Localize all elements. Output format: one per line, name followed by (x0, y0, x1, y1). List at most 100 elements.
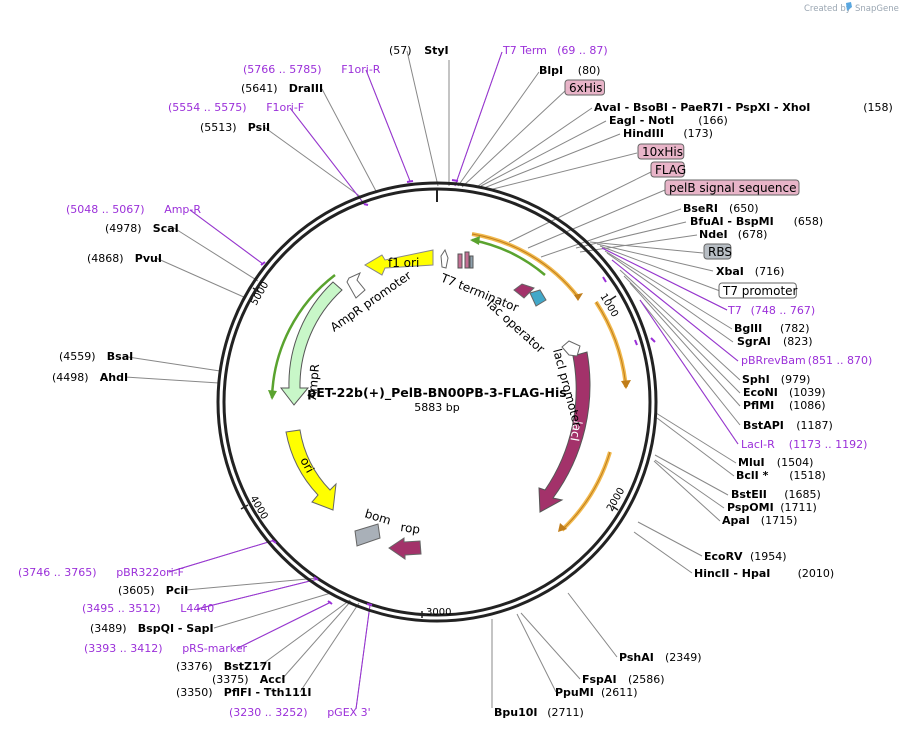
f1-ori-feature[interactable] (364, 249, 434, 276)
feature-label[interactable]: 10xHis (637, 143, 685, 160)
tick-3000: 3000 (426, 607, 451, 618)
enzyme-label[interactable]: Bpu10I(2711) (494, 706, 584, 719)
enzyme-label[interactable]: (4559)BsaI (59, 350, 133, 363)
label-name: BseRI (683, 202, 718, 215)
feature-label[interactable]: T7 promoter (718, 282, 798, 299)
primer-label[interactable]: (3230 .. 3252)pGEX 3' (229, 706, 371, 719)
label-pos: (3393 .. 3412) (84, 642, 163, 655)
enzyme-label[interactable]: PflMI(1086) (743, 399, 826, 412)
primer-label[interactable]: T7(748 .. 767) (727, 304, 815, 317)
enzyme-label[interactable]: BstEII(1685) (731, 488, 821, 501)
enzyme-label[interactable]: (4498)AhdI (52, 371, 128, 384)
enzyme-label[interactable]: SphI(979) (742, 373, 810, 386)
enzyme-label[interactable]: ApaI(1715) (722, 514, 797, 527)
label-name: BfuAI - BspMI (690, 215, 774, 228)
ampr-label: AmpR (305, 363, 322, 400)
feature-label[interactable]: 6xHis (564, 79, 605, 96)
feature-label[interactable]: RBS (703, 243, 732, 260)
enzyme-label[interactable]: (5641)DraIII (241, 82, 323, 95)
enzyme-label[interactable]: BstAPI(1187) (743, 419, 833, 432)
feature-name: 10xHis (642, 145, 683, 159)
enzyme-label[interactable]: BfuAI - BspMI(658) (690, 215, 823, 228)
primer-label[interactable]: (3746 .. 3765)pBR322ori-F (18, 566, 184, 579)
flag-tag-feature[interactable] (464, 251, 470, 269)
enzyme-label[interactable]: HindIII(173) (623, 127, 713, 140)
enzyme-label[interactable]: NdeI(678) (699, 228, 767, 241)
enzyme-label[interactable]: (57)StyI (389, 44, 449, 57)
label-name: SphI (742, 373, 770, 386)
enzyme-label[interactable]: (4978)ScaI (105, 222, 179, 235)
enzyme-label[interactable]: PpuMI (2611) (555, 686, 638, 699)
laci-promoter-feature[interactable] (561, 340, 581, 357)
primer-label[interactable]: (5766 .. 5785)F1ori-R (243, 63, 381, 76)
pelb-feature[interactable] (469, 255, 474, 269)
label-name: HincII - HpaI (694, 567, 770, 580)
enzyme-label[interactable]: EcoRV(1954) (704, 550, 787, 563)
enzyme-label[interactable]: (3489)BspQI - SapI (90, 622, 214, 635)
ori-feature[interactable] (285, 429, 337, 511)
enzyme-label[interactable]: PshAI(2349) (619, 651, 702, 664)
label-name: PpuMI (555, 686, 594, 699)
primer-label[interactable]: pBRrevBam(851 .. 870) (741, 354, 872, 367)
primer-label[interactable]: (3495 .. 3512)L4440 (82, 602, 214, 615)
laci-feature[interactable] (538, 351, 591, 513)
his-tag-feature[interactable] (457, 253, 463, 269)
label-pos: (1039) (789, 386, 826, 399)
label-name: F1ori-F (266, 101, 304, 114)
enzyme-label[interactable]: PspOMI(1711) (727, 501, 817, 514)
primer-label[interactable]: (3393 .. 3412)pRS-marker (84, 642, 248, 655)
enzyme-label[interactable]: EagI - NotI(166) (609, 114, 728, 127)
enzyme-label[interactable]: BseRI(650) (683, 202, 759, 215)
ampr-feature[interactable] (279, 281, 343, 406)
label-pos: (5513) (200, 121, 237, 134)
enzyme-label[interactable]: (3605)PciI (118, 584, 188, 597)
tick-marks (240, 287, 619, 618)
enzyme-label[interactable]: (3375)AccI (212, 673, 285, 686)
label-pos: (3230 .. 3252) (229, 706, 308, 719)
feature-label[interactable]: FLAG (650, 161, 686, 178)
label-pos: (1518) (789, 469, 826, 482)
label-pos: (4868) (87, 252, 124, 265)
enzyme-label[interactable]: (4868)PvuI (87, 252, 162, 265)
enzyme-label[interactable]: MluI(1504) (738, 456, 813, 469)
enzyme-label[interactable]: FspAI(2586) (582, 673, 665, 686)
label-name: PsiI (248, 121, 270, 134)
enzyme-label[interactable]: XbaI(716) (716, 265, 784, 278)
t7-terminator-feature[interactable] (440, 248, 449, 269)
label-pos: (158) (863, 101, 893, 114)
label-pos: (2611) (601, 686, 638, 699)
rop-feature[interactable] (388, 537, 422, 560)
primer-marks (260, 179, 656, 606)
label-name: BstZ17I (224, 660, 272, 673)
lac-operator-cds[interactable] (513, 283, 535, 299)
enzyme-label[interactable]: AvaI - BsoBI - PaeR7I - PspXI - XhoI(158… (594, 101, 893, 114)
feature-badge (718, 282, 797, 299)
enzyme-label[interactable]: BclI *(1518) (736, 469, 826, 482)
amp-promoter-feature[interactable] (346, 272, 366, 299)
primer-label[interactable]: (5048 .. 5067)Amp-R (66, 203, 201, 216)
label-name: AhdI (100, 371, 128, 384)
feature-label[interactable]: pelB signal sequence (664, 179, 800, 196)
feature-badge (650, 161, 685, 178)
enzyme-label[interactable]: (5513) PsiI (200, 121, 270, 134)
label-name: EcoRV (704, 550, 743, 563)
enzyme-label[interactable]: (3376)BstZ17I (176, 660, 271, 673)
enzyme-label[interactable]: EcoNI(1039) (743, 386, 826, 399)
lac-operator-feature[interactable] (529, 289, 547, 307)
enzyme-label[interactable]: SgrAI(823) (737, 335, 813, 348)
bom-feature[interactable] (354, 523, 381, 547)
primer-label[interactable]: LacI-R(1173 .. 1192) (741, 438, 867, 451)
label-name: Bpu10I (494, 706, 538, 719)
label-pos: (823) (783, 335, 813, 348)
primer-label[interactable]: (5554 .. 5575)F1ori-F (168, 101, 304, 114)
primer-label[interactable]: T7 Term(69 .. 87) (502, 44, 608, 57)
label-name: PflFI - Tth111I (224, 686, 312, 699)
lac-arc-arrow-3 (558, 523, 567, 532)
enzyme-label[interactable]: HincII - HpaI(2010) (694, 567, 834, 580)
enzyme-label[interactable]: BlpI(80) (539, 64, 600, 77)
label-pos: (5766 .. 5785) (243, 63, 322, 76)
enzyme-label[interactable]: BglII(782) (734, 322, 810, 335)
enzyme-label[interactable]: (3350)PflFI - Tth111I (176, 686, 312, 699)
